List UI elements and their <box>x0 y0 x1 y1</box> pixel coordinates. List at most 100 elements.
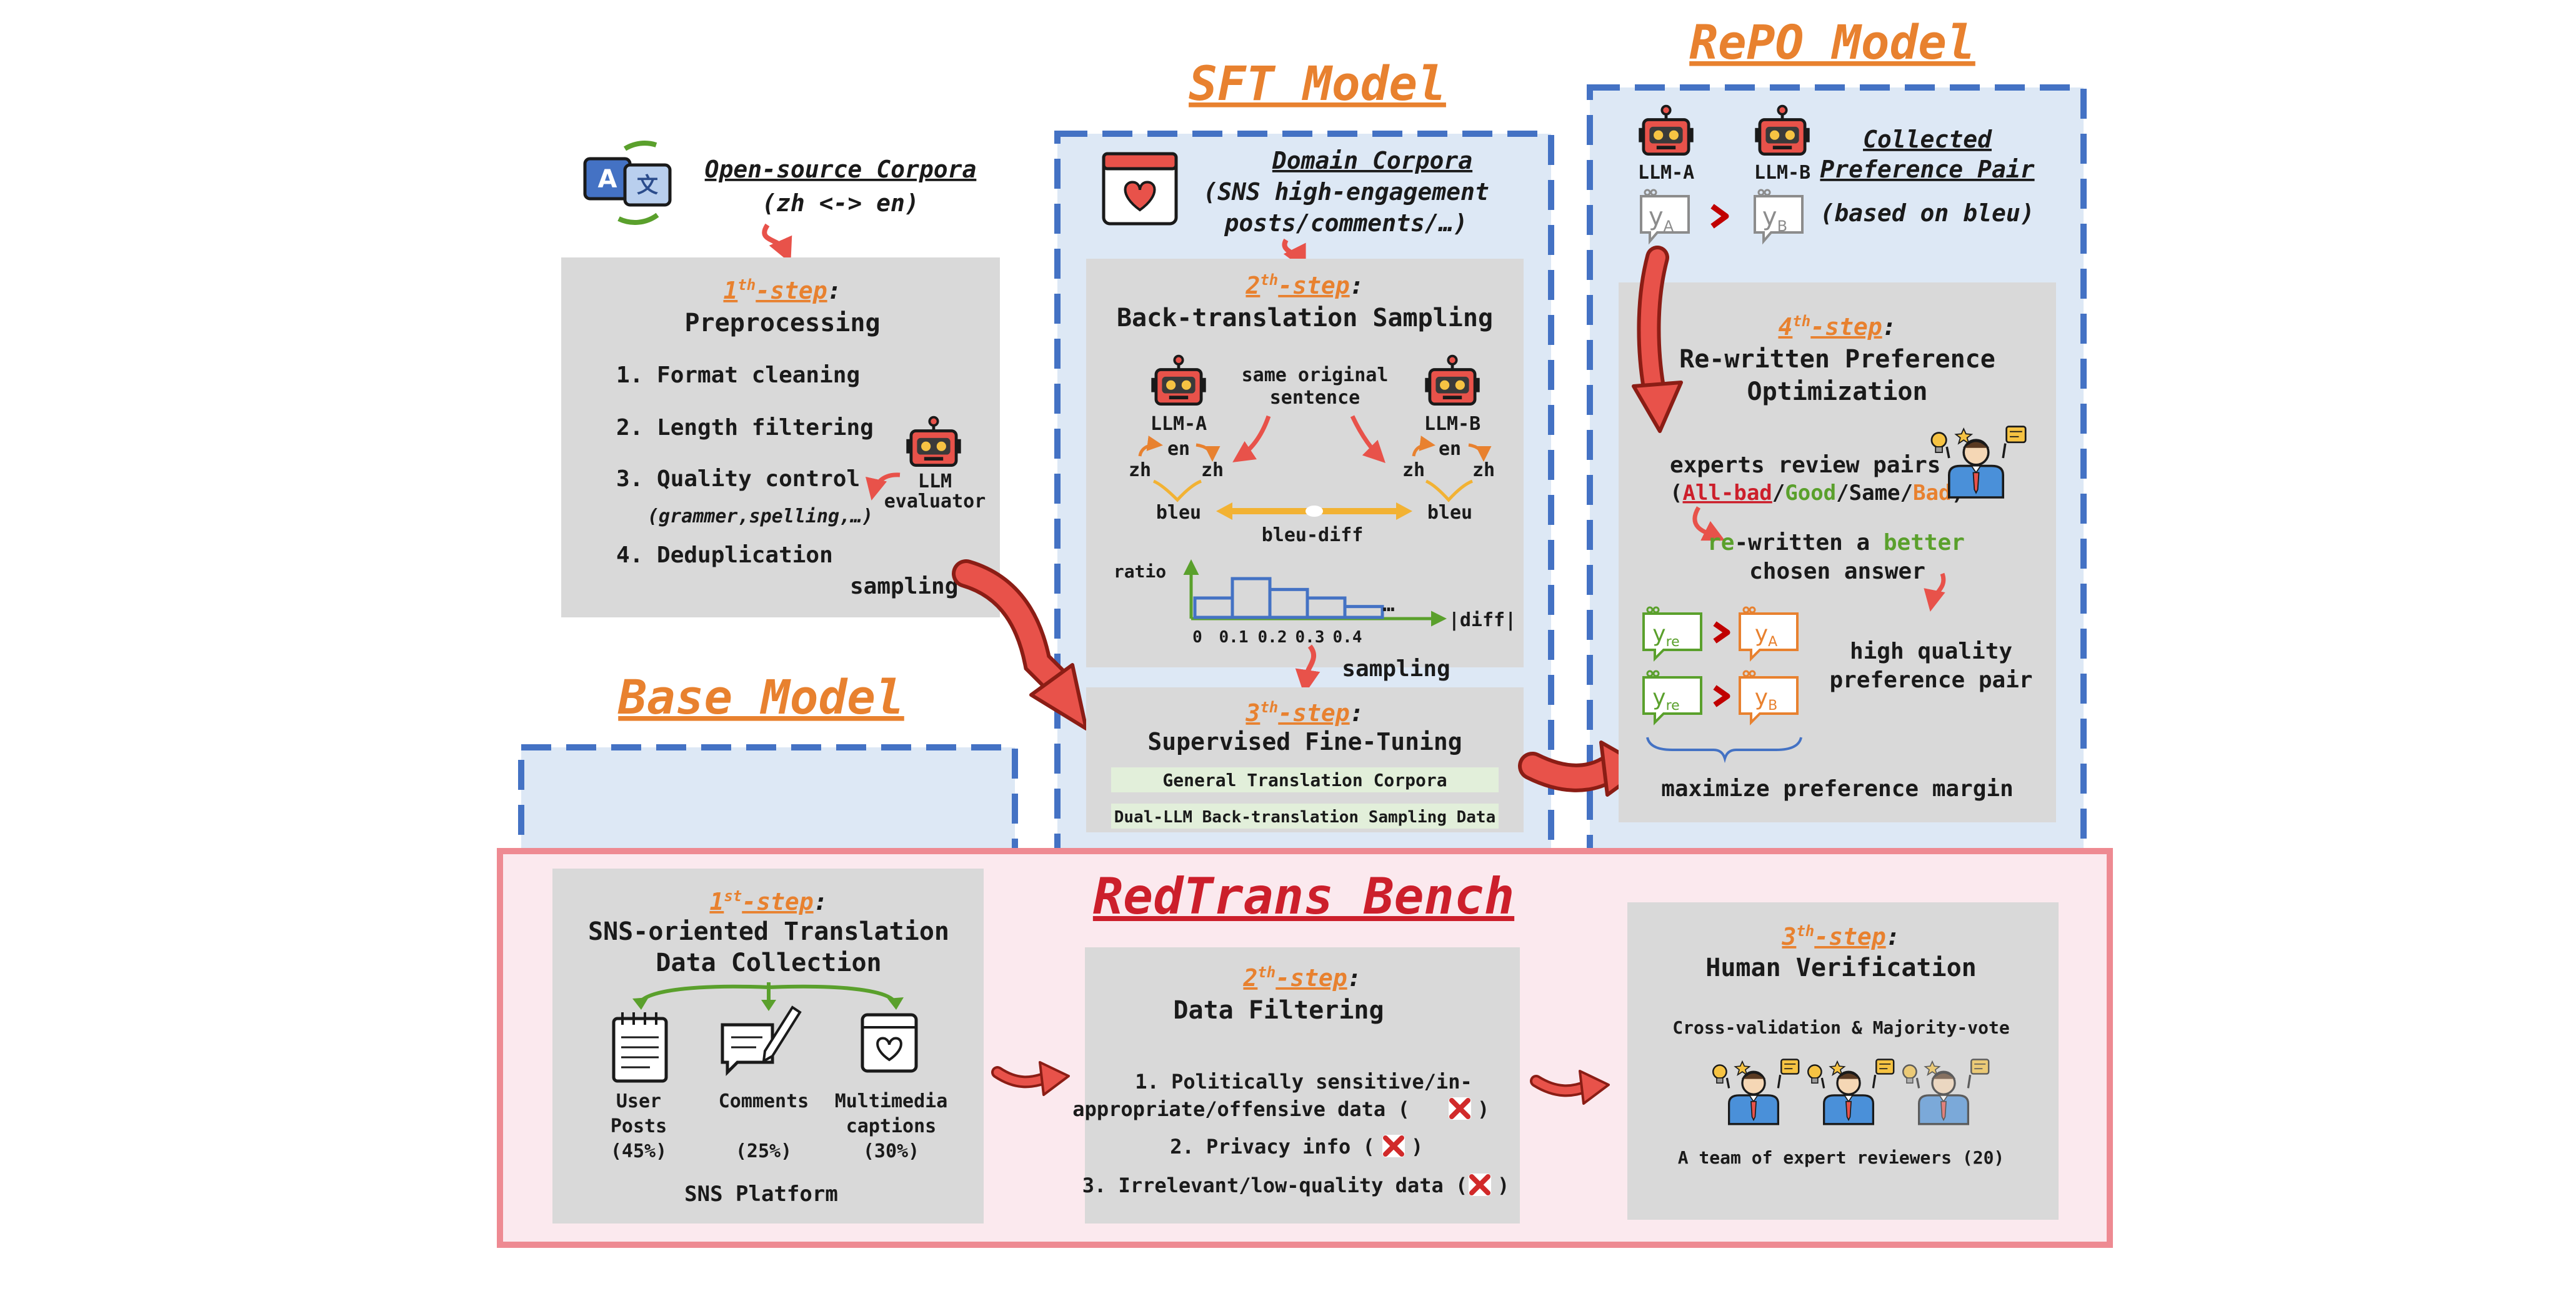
left-bleu-label: bleu <box>1156 502 1201 524</box>
redtrans-bench-title: RedTrans Bench <box>1093 867 1514 925</box>
arrow-original-to-b <box>1350 415 1385 463</box>
arrow-preprocess-to-sft <box>952 559 1088 730</box>
bench-step1-heading-2: Data Collection <box>656 949 881 977</box>
svg-text:A: A <box>598 165 617 194</box>
preprocess-item-2: 2. Length filtering <box>616 415 874 441</box>
histogram-diff-label: |diff| <box>1449 609 1516 631</box>
backtrans-llm-b-label: LLM-B <box>1424 413 1480 435</box>
preprocess-item-3: 3. Quality control <box>616 466 860 492</box>
high-quality-text-2: preference pair <box>1829 667 2032 693</box>
backtrans-step-label: 2th-step: <box>1245 271 1364 299</box>
arrow-corpora-to-preprocess <box>762 223 792 264</box>
collected-title-2: Preference Pair <box>1820 156 2034 183</box>
experts-review-text: experts review pairs <box>1670 452 1940 478</box>
repo-llm-a-label: LLM-A <box>1638 162 1694 184</box>
open-source-corpora-title: Open-source Corpora <box>705 156 977 183</box>
translate-icon: A 文 <box>583 141 672 225</box>
arrow-domain-to-backtrans <box>1282 238 1306 271</box>
pair1-chevron-icon <box>1713 621 1730 644</box>
right-zh-en-arrow <box>1412 436 1435 457</box>
user-posts-label-2: Posts <box>611 1115 667 1137</box>
bench-step3-label: 3th-step: <box>1781 922 1900 950</box>
preprocess-heading: Preprocessing <box>684 309 880 337</box>
histogram-tick-1: 0.1 <box>1219 628 1249 647</box>
svg-text:文: 文 <box>637 173 658 198</box>
preprocess-qc-note: (grammer,spelling,…) <box>647 506 873 527</box>
right-en-zh-arrow <box>1468 443 1492 462</box>
multimedia-heart-icon <box>861 1013 918 1073</box>
right-bleu-bracket <box>1425 479 1473 502</box>
bench-step2-heading: Data Filtering <box>1173 996 1384 1025</box>
pair2-chevron-icon <box>1713 685 1730 707</box>
y-a-text: yA <box>1649 202 1674 235</box>
media-label-2: captions <box>846 1115 937 1137</box>
backtrans-llm-a-label: LLM-A <box>1151 413 1207 435</box>
domain-corpora-title: Domain Corpora <box>1272 147 1472 174</box>
backtrans-box <box>1086 259 1524 667</box>
bleu-diff-label: bleu-diff <box>1262 524 1364 546</box>
y-re-text-2: yre <box>1652 685 1679 714</box>
filter-item-1a: 1. Politically sensitive/in- <box>1135 1070 1472 1094</box>
branch-head-mid <box>761 1000 776 1011</box>
bench-step2-label: 2th-step: <box>1242 964 1361 992</box>
filter-reject-1-icon <box>1449 1097 1471 1120</box>
sft-step-label: 3th-step: <box>1245 699 1364 727</box>
sns-platform-label: SNS Platform <box>684 1182 838 1207</box>
filter-item-1-close: ) <box>1477 1097 1489 1121</box>
preprocess-step-label: 1th-step: <box>723 276 841 304</box>
review-options: (All-bad/Good/Same/Bad) <box>1670 481 1964 506</box>
repo-step-heading-1: Re-written Preference <box>1679 345 1995 374</box>
repo-step-heading-2: Optimization <box>1747 377 1928 406</box>
user-posts-label-1: User <box>616 1090 661 1112</box>
backtrans-sampling: sampling <box>1342 656 1450 682</box>
y-b-orange-text: yB <box>1755 685 1777 714</box>
domain-corpora-line2: posts/comments/…) <box>1224 209 1468 237</box>
branch-head-right <box>887 997 904 1010</box>
sft-step-heading: Supervised Fine-Tuning <box>1147 728 1462 755</box>
pairs-brace <box>1646 737 1802 764</box>
bench-step2-box <box>1085 947 1520 1224</box>
histogram-tick-3: 0.3 <box>1295 628 1325 647</box>
bleu-diff-double-arrow <box>1216 502 1412 520</box>
branch-head-left <box>632 997 649 1010</box>
y-a-orange-text: yA <box>1755 621 1777 650</box>
media-label-1: Multimedia <box>835 1090 948 1112</box>
same-original-label-top: same original <box>1242 364 1389 386</box>
right-bleu-label: bleu <box>1427 502 1472 524</box>
filter-item-2-close: ) <box>1411 1135 1423 1159</box>
sft-data-general: General Translation Corpora <box>1162 770 1447 790</box>
left-zh1-label: zh <box>1129 459 1151 481</box>
comments-pencil-icon <box>721 1005 802 1077</box>
collected-based-on: (based on bleu) <box>1820 199 2034 227</box>
domain-corpora-line1: (SNS high-engagement <box>1203 178 1489 206</box>
sft-data-dual: Dual-LLM Back-translation Sampling Data <box>1114 808 1495 827</box>
repo-llm-b-label: LLM-B <box>1754 162 1810 184</box>
right-zh2-label: zh <box>1472 459 1495 481</box>
user-posts-pct: (45%) <box>611 1140 667 1162</box>
filter-reject-2-icon <box>1382 1135 1405 1157</box>
user-posts-notepad-icon <box>612 1012 668 1083</box>
filter-item-3-close: ) <box>1497 1174 1509 1197</box>
repo-step-box <box>1619 282 2056 822</box>
arrow-bench1-to-bench2-head <box>1039 1061 1070 1096</box>
high-quality-text-1: high quality <box>1850 639 2012 664</box>
base-model-title: Base Model <box>617 669 904 725</box>
arrow-evaluator-to-qc <box>866 472 901 501</box>
bench-step1-label: 1st-step: <box>709 887 827 915</box>
arrow-backtrans-to-sft <box>1295 644 1320 695</box>
arrow-bench2-to-bench3-head <box>1579 1070 1610 1105</box>
filter-item-1b: appropriate/offensive data ( <box>1072 1097 1409 1121</box>
preprocess-item-1: 1. Format cleaning <box>616 362 860 388</box>
left-zh-en-arrow <box>1138 436 1163 457</box>
bench-step3-heading: Human Verification <box>1705 954 1976 982</box>
media-pct: (30%) <box>863 1140 919 1162</box>
comments-label: Comments <box>719 1090 809 1112</box>
sft-data-general-bg <box>1111 767 1499 792</box>
left-en-zh-arrow <box>1196 443 1221 462</box>
open-source-corpora-subtitle: (zh <-> en) <box>762 189 919 217</box>
histogram-tick-0: 0 <box>1192 628 1202 647</box>
histogram-bar-0.4 <box>1343 605 1384 619</box>
cross-validation-text: Cross-validation & Majority-vote <box>1672 1017 2009 1038</box>
rewritten-line: re-written a better <box>1707 530 1965 556</box>
histogram-tick-2: 0.2 <box>1258 628 1287 647</box>
